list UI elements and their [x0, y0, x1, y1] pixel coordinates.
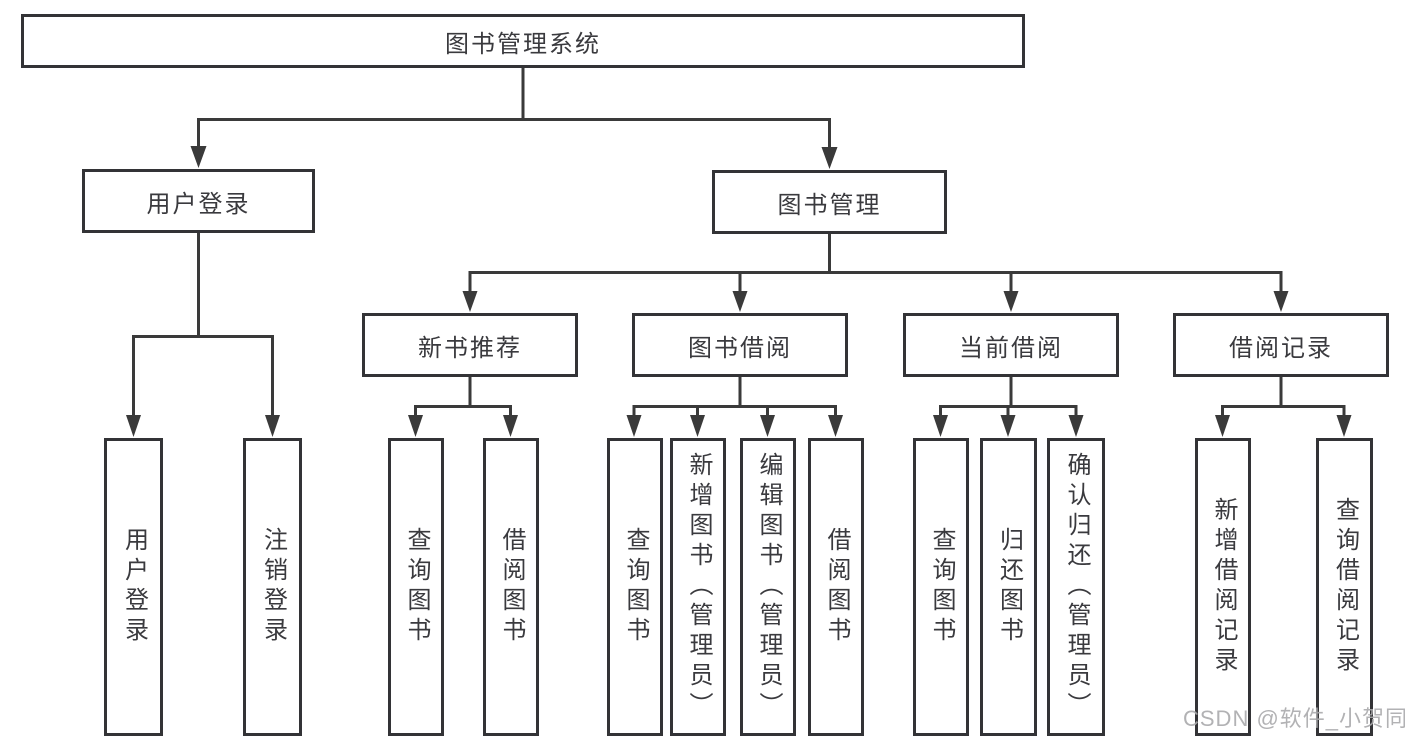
node-label: 用户登录 [120, 527, 148, 647]
arrowhead-icon [1003, 291, 1019, 312]
leaf-add-books-admin: 新增图书（管理员） [670, 438, 726, 736]
node-new-book-recommendation: 新书推荐 [362, 313, 578, 377]
leaf-query-books-3: 查询图书 [913, 438, 969, 736]
arrowhead-icon [760, 415, 775, 437]
arrowhead-icon [1000, 415, 1016, 437]
arrowhead-icon [1273, 291, 1289, 312]
node-label: 查询借阅记录 [1331, 497, 1359, 677]
arrowhead-icon [503, 415, 518, 437]
leaf-query-books-2: 查询图书 [607, 438, 663, 736]
arrowhead-icon [690, 415, 705, 437]
arrowhead-icon [1068, 415, 1084, 437]
arrowhead-icon [126, 415, 141, 437]
node-user-login-branch: 用户登录 [82, 169, 315, 233]
leaf-add-borrow-record: 新增借阅记录 [1195, 438, 1251, 736]
arrowhead-icon [1215, 415, 1230, 437]
node-label: 新增图书（管理员） [685, 452, 712, 722]
leaf-edit-books-admin: 编辑图书（管理员） [740, 438, 796, 736]
leaf-confirm-return-admin: 确认归还（管理员） [1047, 438, 1105, 736]
leaf-borrow-books-2: 借阅图书 [808, 438, 864, 736]
node-label: 确认归还（管理员） [1063, 452, 1090, 722]
node-library-management-system: 图书管理系统 [21, 14, 1025, 68]
csdn-watermark: CSDN @软件_小贺同学 [1183, 706, 1405, 731]
node-label: 借阅图书 [498, 527, 525, 647]
node-label: 归还图书 [995, 527, 1023, 647]
node-label: 编辑图书（管理员） [755, 452, 782, 722]
arrowhead-icon [828, 415, 843, 437]
node-label: 借阅图书 [823, 527, 850, 647]
arrowhead-icon [821, 147, 838, 169]
node-label: 新增借阅记录 [1210, 497, 1237, 677]
node-label: 查询图书 [928, 527, 955, 647]
leaf-user-login: 用户登录 [104, 438, 163, 736]
leaf-borrow-books-1: 借阅图书 [483, 438, 539, 736]
arrowhead-icon [408, 415, 423, 437]
node-label: 注销登录 [259, 527, 287, 647]
arrowhead-icon [265, 415, 280, 437]
node-label: 当前借阅 [959, 334, 1063, 362]
leaf-return-books: 归还图书 [980, 438, 1037, 736]
node-book-management-branch: 图书管理 [712, 170, 947, 234]
node-label: 用户登录 [146, 190, 251, 218]
leaf-query-borrow-record: 查询借阅记录 [1316, 438, 1373, 736]
arrowhead-icon [732, 291, 748, 312]
node-label: 查询图书 [403, 527, 430, 647]
arrowhead-icon [933, 415, 948, 437]
node-label: 借阅记录 [1229, 334, 1333, 362]
arrowhead-icon [462, 291, 478, 312]
node-current-borrowing: 当前借阅 [903, 313, 1119, 377]
node-label: 新书推荐 [418, 334, 522, 362]
node-label: 图书借阅 [688, 334, 792, 362]
node-label: 查询图书 [622, 527, 649, 647]
node-borrowing-records: 借阅记录 [1173, 313, 1389, 377]
node-book-borrowing: 图书借阅 [632, 313, 848, 377]
leaf-query-books-1: 查询图书 [388, 438, 444, 736]
arrowhead-icon [1336, 415, 1352, 437]
arrowhead-icon [626, 415, 642, 437]
node-label: 图书管理系统 [445, 30, 601, 58]
leaf-logout: 注销登录 [243, 438, 302, 736]
arrowhead-icon [190, 146, 207, 168]
node-label: 图书管理 [777, 191, 882, 219]
